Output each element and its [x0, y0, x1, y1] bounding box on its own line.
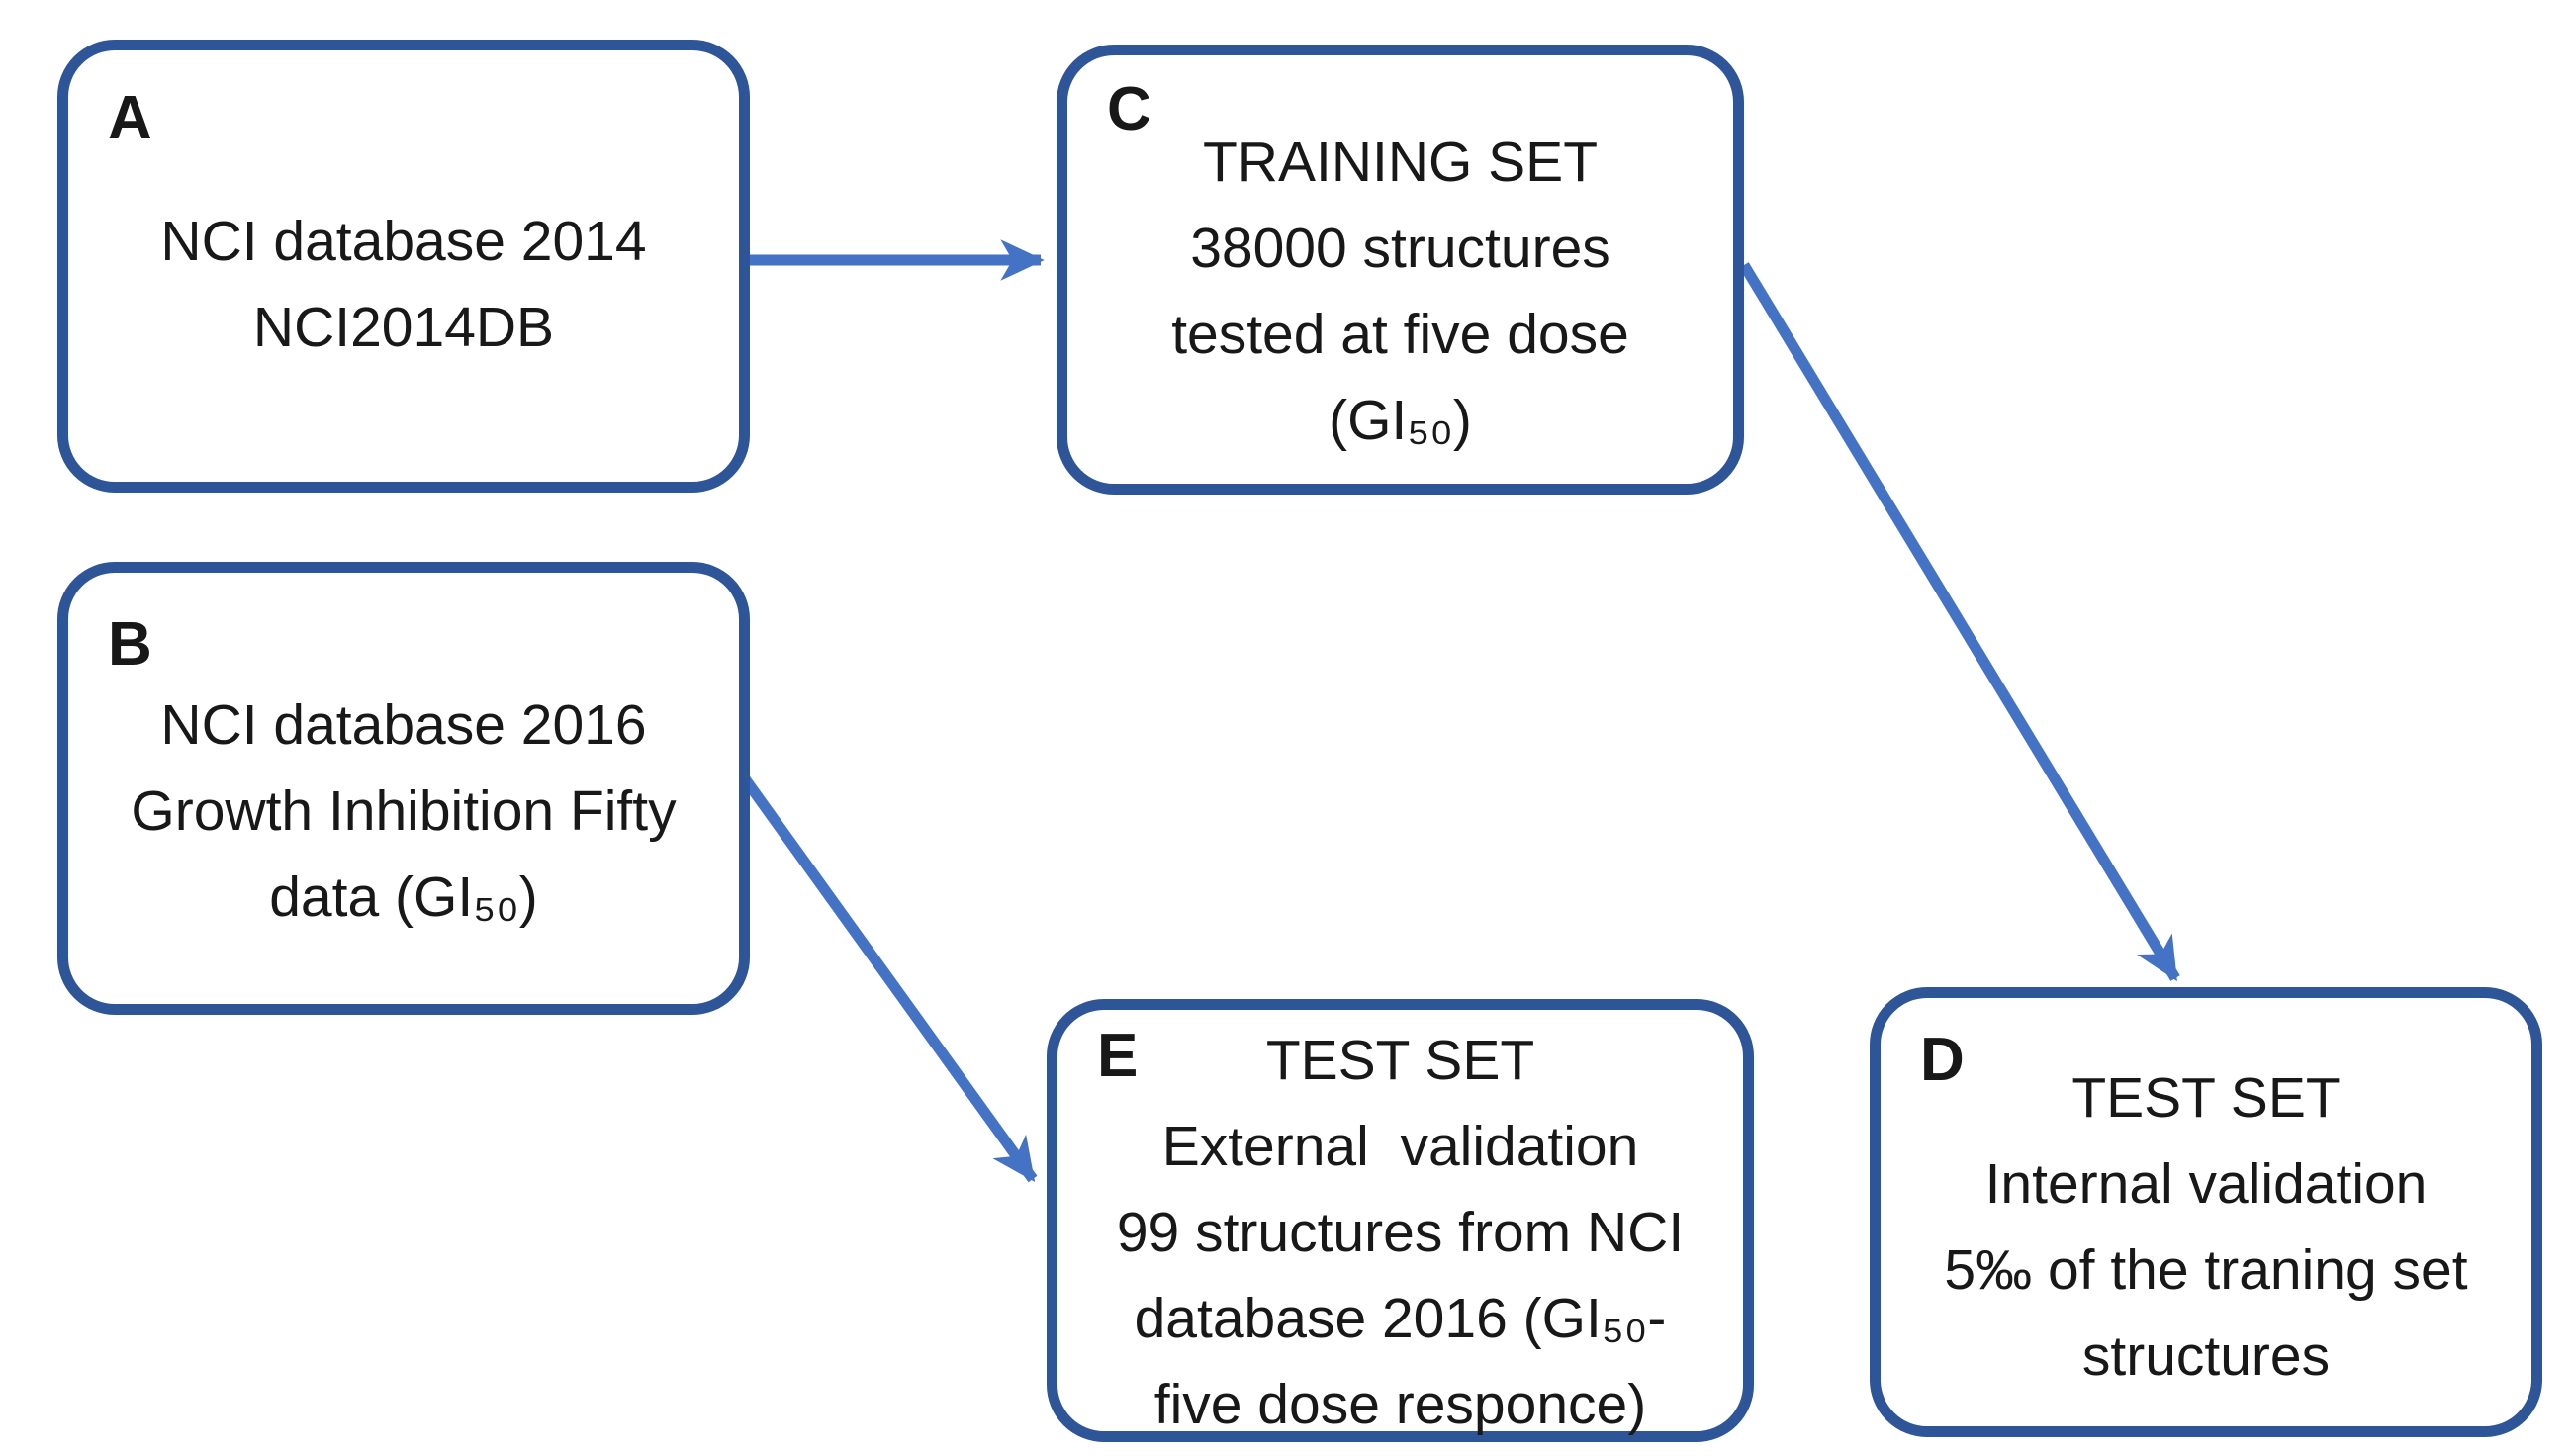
box-e-text-line: TEST SET	[1265, 1029, 1535, 1092]
box-a-label: A	[108, 84, 152, 152]
arrow-b-to-e	[739, 774, 1038, 1183]
box-c-text-line: 38000 structures	[1190, 217, 1610, 280]
arrow-c-to-d	[1739, 262, 2180, 982]
box-e-text-line: 99 structures from NCI	[1116, 1201, 1685, 1264]
box-a-text-line: NCI2014DB	[252, 296, 555, 359]
box-d-label: D	[1920, 1026, 1965, 1094]
box-c: C TRAINING SET 38000 structures tested a…	[1057, 45, 1744, 495]
box-d-text-line: Internal validation	[1984, 1152, 2428, 1216]
box-a-text-line: NCI database 2014	[160, 210, 647, 273]
box-e-text-line: database 2016 (GI₅₀-	[1134, 1287, 1667, 1350]
box-b-content: NCI database 2016 Growth Inhibition Fift…	[74, 682, 733, 941]
box-a: A NCI database 2014 NCI2014DB	[57, 40, 750, 493]
box-b-text-line: data (GI₅₀)	[269, 865, 538, 929]
box-e-text-line: five dose responce)	[1153, 1373, 1647, 1436]
box-c-text-line: TRAINING SET	[1202, 131, 1599, 194]
box-e-label: E	[1097, 1022, 1139, 1090]
box-b-text-line: Growth Inhibition Fifty	[131, 779, 677, 843]
box-d-text-line: 5‰ of the traning set	[1944, 1238, 2468, 1302]
box-b: B NCI database 2016 Growth Inhibition Fi…	[57, 562, 750, 1015]
box-a-content: NCI database 2014 NCI2014DB	[74, 199, 733, 371]
box-c-label: C	[1107, 75, 1151, 143]
box-d-text-line: TEST SET	[2071, 1066, 2341, 1130]
box-d-content: TEST SET Internal validation 5‰ of the t…	[1886, 1055, 2526, 1400]
box-d-text-line: structures	[2081, 1324, 2331, 1388]
box-e: E TEST SET External validation 99 struct…	[1047, 999, 1754, 1442]
box-b-text-line: NCI database 2016	[160, 693, 647, 757]
box-b-label: B	[108, 610, 152, 679]
box-c-content: TRAINING SET 38000 structures tested at …	[1073, 120, 1727, 464]
box-e-content: TEST SET External validation 99 structur…	[1063, 1018, 1737, 1448]
box-e-text-line: External validation	[1161, 1115, 1639, 1178]
box-c-text-line: (GI₅₀)	[1329, 389, 1472, 452]
box-d: D TEST SET Internal validation 5‰ of the…	[1870, 987, 2542, 1437]
box-c-text-line: tested at five dose	[1171, 303, 1629, 366]
